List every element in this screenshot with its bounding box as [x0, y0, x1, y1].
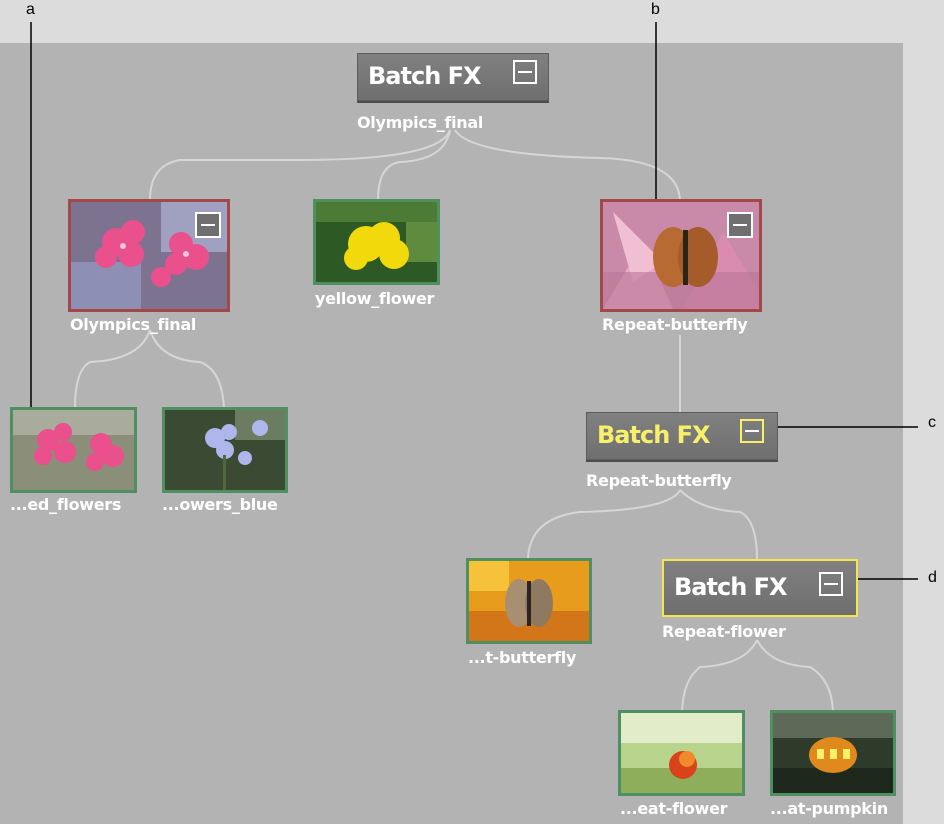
- clip-node-blue-flowers[interactable]: [162, 407, 288, 493]
- link-root-yellow: [377, 129, 451, 201]
- thumbnail-jack-o-lantern: [773, 713, 893, 793]
- node-label-root: Olympics_final: [357, 113, 484, 132]
- thumbnail-butterfly-on-lily: [603, 202, 759, 309]
- clip-node-red-flowers[interactable]: [10, 407, 137, 493]
- clip-node-yellow-flower[interactable]: [313, 199, 440, 285]
- collapse-icon[interactable]: [195, 212, 221, 238]
- thumbnail-blue-flowers: [165, 410, 285, 490]
- batch-fx-title: Batch FX: [597, 421, 711, 449]
- collapse-icon[interactable]: [819, 572, 843, 596]
- batch-fx-node-repeat-butterfly[interactable]: Batch FX: [586, 412, 778, 460]
- clip-node-eat-flower[interactable]: [618, 710, 745, 796]
- node-label-olympics: Olympics_final: [70, 315, 197, 334]
- batch-fx-node-root[interactable]: Batch FX: [357, 53, 549, 101]
- link-olympics-red: [74, 329, 151, 409]
- node-label-blue-flowers: ...owers_blue: [162, 495, 278, 514]
- node-label-yellow: yellow_flower: [315, 289, 435, 308]
- node-label-pumpkin: ...at-pumpkin: [770, 799, 888, 818]
- link-root-olympics: [149, 129, 451, 201]
- thumbnail-pink-flowers: [71, 202, 227, 309]
- clip-node-pumpkin[interactable]: [770, 710, 896, 796]
- thumbnail-red-flower: [621, 713, 742, 793]
- link-olympics-blue: [149, 329, 225, 409]
- callout-a: a: [26, 1, 35, 18]
- callout-d: d: [928, 569, 937, 586]
- link-batch3-pumpkin: [756, 639, 834, 713]
- link-batch3-eatflower: [681, 639, 758, 713]
- thumbnail-yellow-flower: [316, 202, 437, 282]
- clip-node-olympics-final[interactable]: [68, 199, 230, 312]
- collapse-icon[interactable]: [727, 212, 753, 238]
- node-label-red-flowers: ...ed_flowers: [10, 495, 122, 514]
- clip-node-repeat-butterfly[interactable]: [600, 199, 762, 312]
- callout-c: c: [928, 414, 936, 431]
- node-label-batch2: Repeat-butterfly: [586, 471, 732, 490]
- batch-fx-node-repeat-flower[interactable]: Batch FX: [662, 559, 858, 617]
- thumbnail-pink-flowers: [13, 410, 134, 490]
- link-batch2-batch3: [679, 489, 758, 561]
- collapse-icon[interactable]: [740, 419, 764, 443]
- link-batch2-tbutterfly: [527, 489, 681, 559]
- clip-node-t-butterfly[interactable]: [466, 558, 592, 644]
- node-label-eat-flower: ...eat-flower: [620, 799, 728, 818]
- node-label-batch3: Repeat-flower: [662, 622, 786, 641]
- thumbnail-butterfly-orange: [469, 561, 589, 641]
- node-label-t-butterfly: ...t-butterfly: [468, 648, 577, 667]
- callout-b: b: [651, 1, 660, 18]
- link-root-butterfly: [454, 129, 681, 201]
- batch-fx-title: Batch FX: [368, 62, 482, 90]
- node-label-butterfly: Repeat-butterfly: [602, 315, 748, 334]
- collapse-icon[interactable]: [513, 60, 537, 84]
- batch-fx-title: Batch FX: [674, 573, 788, 601]
